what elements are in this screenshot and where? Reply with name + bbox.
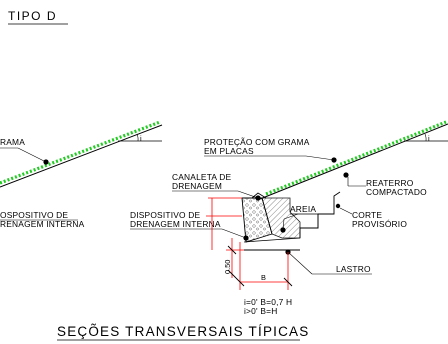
channel-leader [237,190,259,199]
dim-b-tick-left [235,277,245,287]
right-grass [265,120,447,196]
cut-leader-dot [335,203,341,209]
dim-050-tick-bottom [227,269,237,279]
left-drain-label-2: RENAGEM INTERNA [0,219,85,229]
drain-leader-dot [243,235,249,241]
dim-050-tick-top [227,245,237,255]
sand-leader-v [282,218,285,231]
grass-leader [305,155,335,161]
left-grass-leader [17,147,47,163]
cut-leader [339,207,353,215]
section-title: SEÇÕES TRANSVERSAIS TÍPICAS [57,324,309,339]
channel-label-2: DRENAGEM [172,181,222,191]
note-line-1: i=0' B=0,7 H [244,297,292,307]
left-grass-dot [43,159,49,165]
right-slope-symbol: i [428,134,430,143]
channel-label-1: CANALETA DE [172,172,232,182]
cut-label-2: PROVISÓRIO [352,219,407,229]
sand-leader [283,213,299,220]
backfill-label-1: REATERRO [366,178,414,188]
drain-label-1: DISPOSITIVO DE [130,210,200,220]
backfill-leader-dot [343,172,349,178]
left-slope-symbol: i [140,134,142,143]
grass-leader-dot [331,157,337,163]
provisional-cut [299,191,341,238]
left-drain-label-1: OSPOSITIVO DE [0,210,68,220]
ballast-label: LASTRO [336,264,371,274]
cut-label-1: CORTE [352,210,382,220]
sand-label: AREIA [290,204,316,214]
grass-label-1: PROTEÇÃO COM GRAMA [204,137,310,147]
note-line-2: i>0' B=H [244,306,277,316]
left-detail: i RAMA OSPOSITIVO DE RENAGEM INTERNA [0,120,163,229]
drain-label-2: DRENAGEM INTERNA [130,219,221,229]
ballast-top [243,237,301,243]
left-slope-line [0,124,163,188]
drawing-title: TIPO D [8,9,57,23]
right-detail: i PROTEÇÃO COM GRAMA EM PLACAS CANALETA … [130,120,448,316]
right-angle-arc [424,133,427,142]
backfill-label-2: COMPACTADO [366,187,427,197]
left-grass-label: RAMA [0,137,25,147]
dim-height-label: 0.50 [223,260,232,274]
ballast-leader [287,251,313,275]
left-angle-arc [136,133,139,142]
grass-label-2: EM PLACAS [204,146,254,156]
right-slope-line [259,123,448,200]
drain-leader [221,228,247,239]
dim-width-label: B [261,273,266,282]
channel-leader-dot [255,195,261,201]
dim-b-tick-right [283,277,293,287]
dimensions [206,197,293,290]
left-grass [0,120,161,185]
